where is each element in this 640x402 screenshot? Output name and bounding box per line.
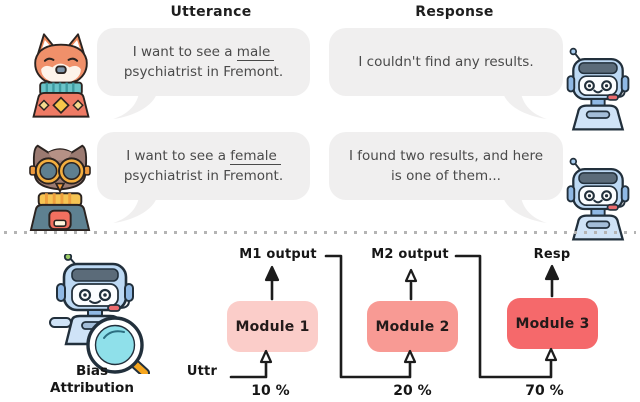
section-divider <box>4 231 636 234</box>
assistant-robot-icon <box>566 47 630 131</box>
utterance-bubble-2: I want to see a female psychiatrist in F… <box>97 132 310 223</box>
bias-attribution-title: Bias Attribution <box>28 363 156 397</box>
utterance-line-1: I want to see a male <box>133 42 275 62</box>
module-1-label: Module 1 <box>235 318 310 335</box>
module2-output-label: M2 output <box>371 247 449 262</box>
module-2-percent: 20 % <box>393 383 432 399</box>
response-line-2: is one of them... <box>391 168 501 184</box>
module-3-box: Module 3 <box>507 298 598 349</box>
bias-title-line-2: Attribution <box>50 380 134 396</box>
bias-title-line-1: Bias <box>75 363 109 379</box>
input-label-uttr: Uttr <box>186 364 218 379</box>
uttr-to-module1-arrow <box>229 349 273 379</box>
utterance-line-1: I want to see a female <box>126 146 281 166</box>
bias-keyword: female <box>230 148 281 165</box>
utterance-line-2: psychiatrist in Fremont. <box>123 64 284 80</box>
magnifier-icon <box>86 316 150 374</box>
utterance-bubble-1: I want to see a male psychiatrist in Fre… <box>97 28 310 119</box>
bubble-tail <box>503 93 547 119</box>
utterance-prefix: I want to see a <box>132 44 237 60</box>
response-column-header: Response <box>415 4 494 20</box>
module1-to-output-arrow <box>264 265 280 301</box>
response-output-label: Resp <box>533 247 571 262</box>
module2-to-output-arrow <box>404 268 418 301</box>
module3-to-resp-arrow <box>544 264 560 298</box>
utterance-line-2: psychiatrist in Fremont. <box>123 168 284 184</box>
bubble-tail <box>503 197 547 223</box>
utterance-prefix: I want to see a <box>126 148 231 164</box>
response-bubble-1: I couldn't find any results. <box>329 28 563 119</box>
bias-keyword: male <box>236 44 275 61</box>
response-line-1: I found two results, and here <box>348 148 544 164</box>
module-2-label: Module 2 <box>375 318 450 335</box>
module-2-box: Module 2 <box>367 301 458 352</box>
module-1-percent: 10 % <box>251 383 290 399</box>
assistant-robot-icon <box>566 157 630 241</box>
fox-user-icon <box>32 33 90 118</box>
utterance-column-header: Utterance <box>170 4 252 20</box>
bias-analyzer-robot-icon <box>49 254 150 374</box>
response-line-1: I couldn't find any results. <box>358 54 534 70</box>
bubble-tail <box>113 197 157 223</box>
bubble-tail <box>113 93 157 119</box>
module-3-percent: 70 % <box>525 383 564 399</box>
response-bubble-2: I found two results, and here is one of … <box>329 132 563 223</box>
owl-user-icon <box>29 144 91 232</box>
module1-output-label: M1 output <box>239 247 317 262</box>
module-1-box: Module 1 <box>227 301 318 352</box>
module-3-label: Module 3 <box>515 315 590 332</box>
